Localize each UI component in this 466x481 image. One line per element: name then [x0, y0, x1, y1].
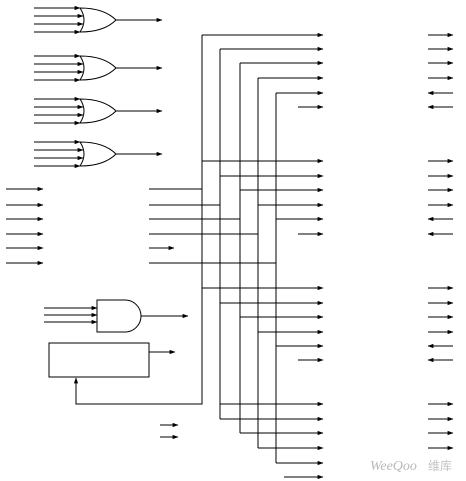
right-connector-group-3	[427, 285, 454, 363]
bus-output-group-1	[202, 32, 324, 110]
right-connector-group-2	[427, 158, 454, 237]
or-gate-1	[34, 5, 163, 35]
watermark-brand: WeeQoo	[370, 459, 417, 474]
bus-output-group-2	[202, 158, 324, 237]
bus-output-group-3	[202, 285, 324, 363]
or-gate-2	[34, 53, 163, 83]
or-gate-4	[34, 139, 163, 169]
left-input-arrows	[6, 186, 44, 266]
right-connector-group-4	[428, 401, 454, 451]
right-connector-group-1	[427, 32, 454, 110]
or-gate-3	[34, 96, 163, 126]
and-gate	[44, 299, 189, 333]
register-block	[48, 35, 203, 405]
watermark: WeeQoo 维库	[370, 458, 452, 474]
bus-output-group-4	[220, 401, 324, 480]
middle-signal-lines	[149, 188, 276, 264]
watermark-suffix: 维库	[428, 458, 452, 473]
lower-small-arrows	[160, 422, 179, 440]
vertical-bus	[219, 49, 277, 463]
